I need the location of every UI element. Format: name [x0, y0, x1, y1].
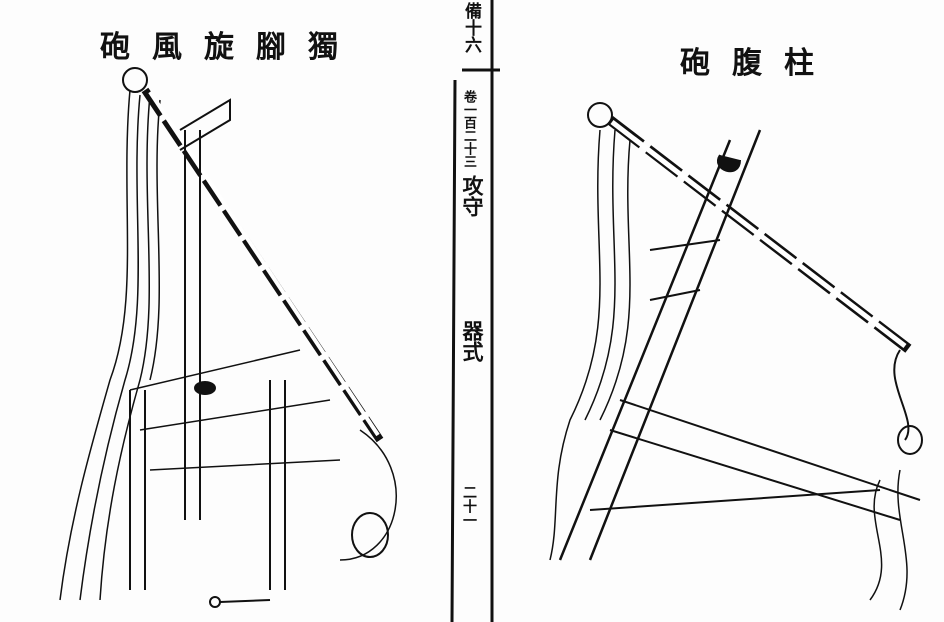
title-char: 砲 [680, 46, 710, 81]
left-trebuchet-drawing [59, 67, 397, 608]
page-number: 二十一 [461, 485, 477, 527]
title-char: 腳 [256, 30, 286, 65]
page-gutter-lines [450, 0, 500, 622]
title-char: 風 [152, 30, 182, 65]
section-label-a: 攻守 [460, 175, 485, 217]
title-char: 獨 [308, 30, 338, 65]
page-gutter: 備十六 卷一百二十三 攻守 器式 二十一 [440, 0, 510, 622]
title-char: 腹 [732, 46, 762, 81]
left-plate-title: 砲風旋腳獨 [100, 22, 360, 66]
gutter-top-text: 備十六 [461, 2, 481, 53]
right-plate-title: 砲腹柱 [680, 38, 836, 82]
volume-label: 卷一百二十三 [461, 90, 476, 168]
section-label-b: 器式 [460, 320, 485, 362]
title-char: 旋 [204, 30, 234, 65]
title-char: 砲 [100, 30, 130, 65]
title-char: 柱 [784, 46, 814, 81]
right-trebuchet-drawing [549, 102, 923, 611]
